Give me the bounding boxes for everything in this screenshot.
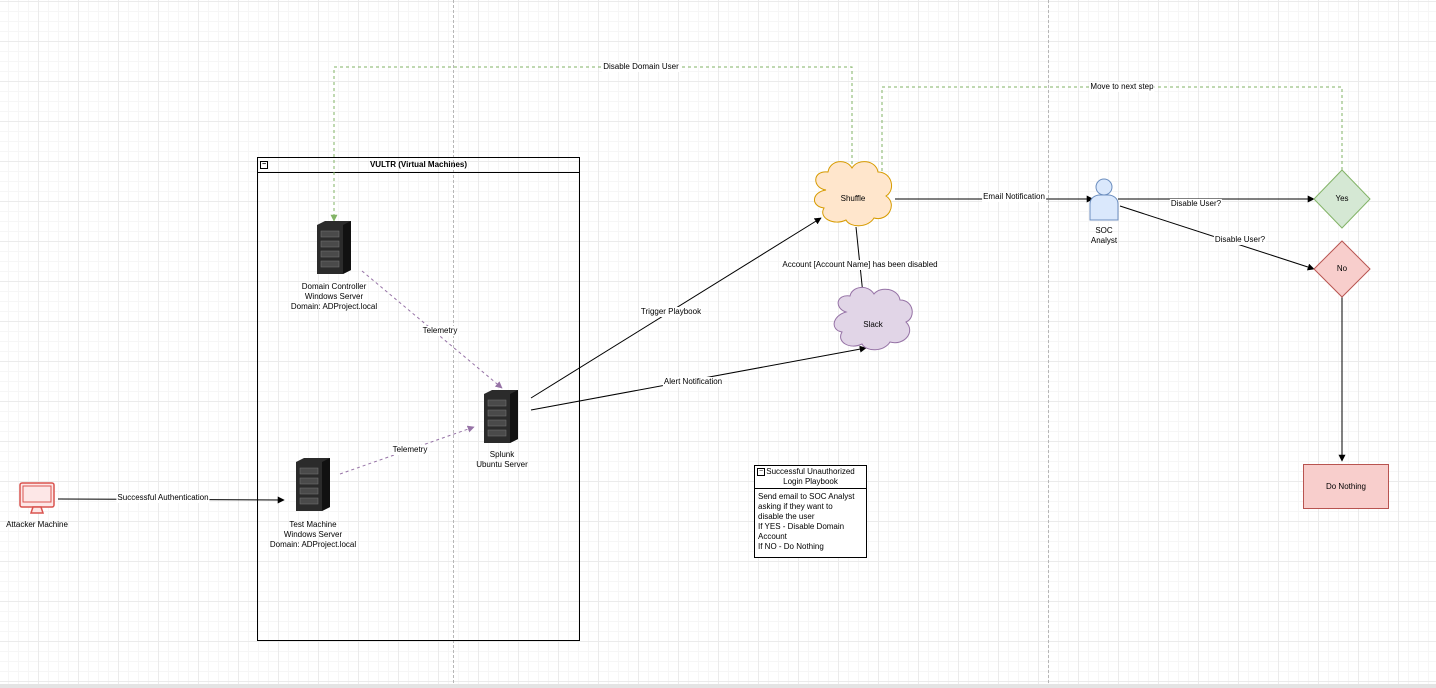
no-decision[interactable] — [1313, 240, 1371, 298]
account-disabled-label: Account [Account Name] has been disabled — [781, 260, 939, 270]
telemetry-dc-label: Telemetry — [421, 326, 459, 336]
shuffle-label: Shuffle — [840, 194, 866, 203]
playbook-note-body: Send email to SOC Analyst asking if they… — [758, 492, 855, 551]
container-header[interactable]: − VULTR (Virtual Machines) — [258, 158, 579, 173]
analyst-label: SOC Analyst — [1090, 226, 1118, 245]
yes-decision[interactable] — [1313, 169, 1371, 229]
do-nothing-box[interactable]: Do Nothing — [1303, 464, 1389, 509]
telemetry-test-label: Telemetry — [391, 445, 429, 455]
edge-disable-domain-user[interactable] — [330, 66, 853, 222]
vultr-container[interactable]: − VULTR (Virtual Machines) — [257, 157, 580, 641]
disable-user-no-label: Disable User? — [1213, 235, 1267, 245]
yes-label: Yes — [1335, 194, 1349, 203]
slack-cloud[interactable] — [833, 287, 913, 351]
server-icon[interactable] — [317, 221, 351, 274]
no-label: No — [1336, 264, 1348, 273]
email-notification-label: Email Notification — [982, 192, 1046, 202]
move-next-step-label: Move to next step — [1089, 82, 1155, 92]
collapse-toggle-icon[interactable]: − — [260, 161, 268, 169]
disable-domain-user-label: Disable Domain User — [602, 62, 680, 72]
edge-move-next-step[interactable] — [878, 86, 1343, 181]
shuffle-cloud[interactable] — [814, 161, 893, 227]
splunk-label: Splunk Ubuntu Server — [476, 450, 528, 469]
page-break-line — [453, 0, 454, 688]
page-break-line — [1048, 0, 1049, 688]
successful-auth-label: Successful Authentication — [116, 493, 210, 503]
trigger-playbook-label: Trigger Playbook — [639, 307, 703, 317]
playbook-note-title: Successful Unauthorized Login Playbook — [766, 467, 855, 486]
playbook-note-header[interactable]: − Successful Unauthorized Login Playbook — [755, 466, 866, 489]
container-title: VULTR (Virtual Machines) — [369, 160, 468, 169]
attacker-label: Attacker Machine — [6, 520, 68, 529]
alert-notification-label: Alert Notification — [662, 377, 724, 387]
slack-label: Slack — [863, 320, 883, 329]
do-nothing-label: Do Nothing — [1325, 482, 1367, 491]
scrollbar-track[interactable] — [0, 684, 1436, 688]
server-icon[interactable] — [296, 458, 330, 511]
disable-user-yes-label: Disable User? — [1169, 199, 1223, 209]
monitor-icon[interactable] — [19, 482, 55, 514]
collapse-toggle-icon[interactable]: − — [757, 468, 765, 476]
person-icon[interactable] — [1089, 178, 1119, 221]
server-icon[interactable] — [484, 390, 518, 443]
playbook-note[interactable]: − Successful Unauthorized Login Playbook… — [754, 465, 867, 558]
domain-controller-label: Domain Controller Windows Server Domain:… — [290, 282, 378, 311]
test-machine-label: Test Machine Windows Server Domain: ADPr… — [269, 520, 357, 549]
